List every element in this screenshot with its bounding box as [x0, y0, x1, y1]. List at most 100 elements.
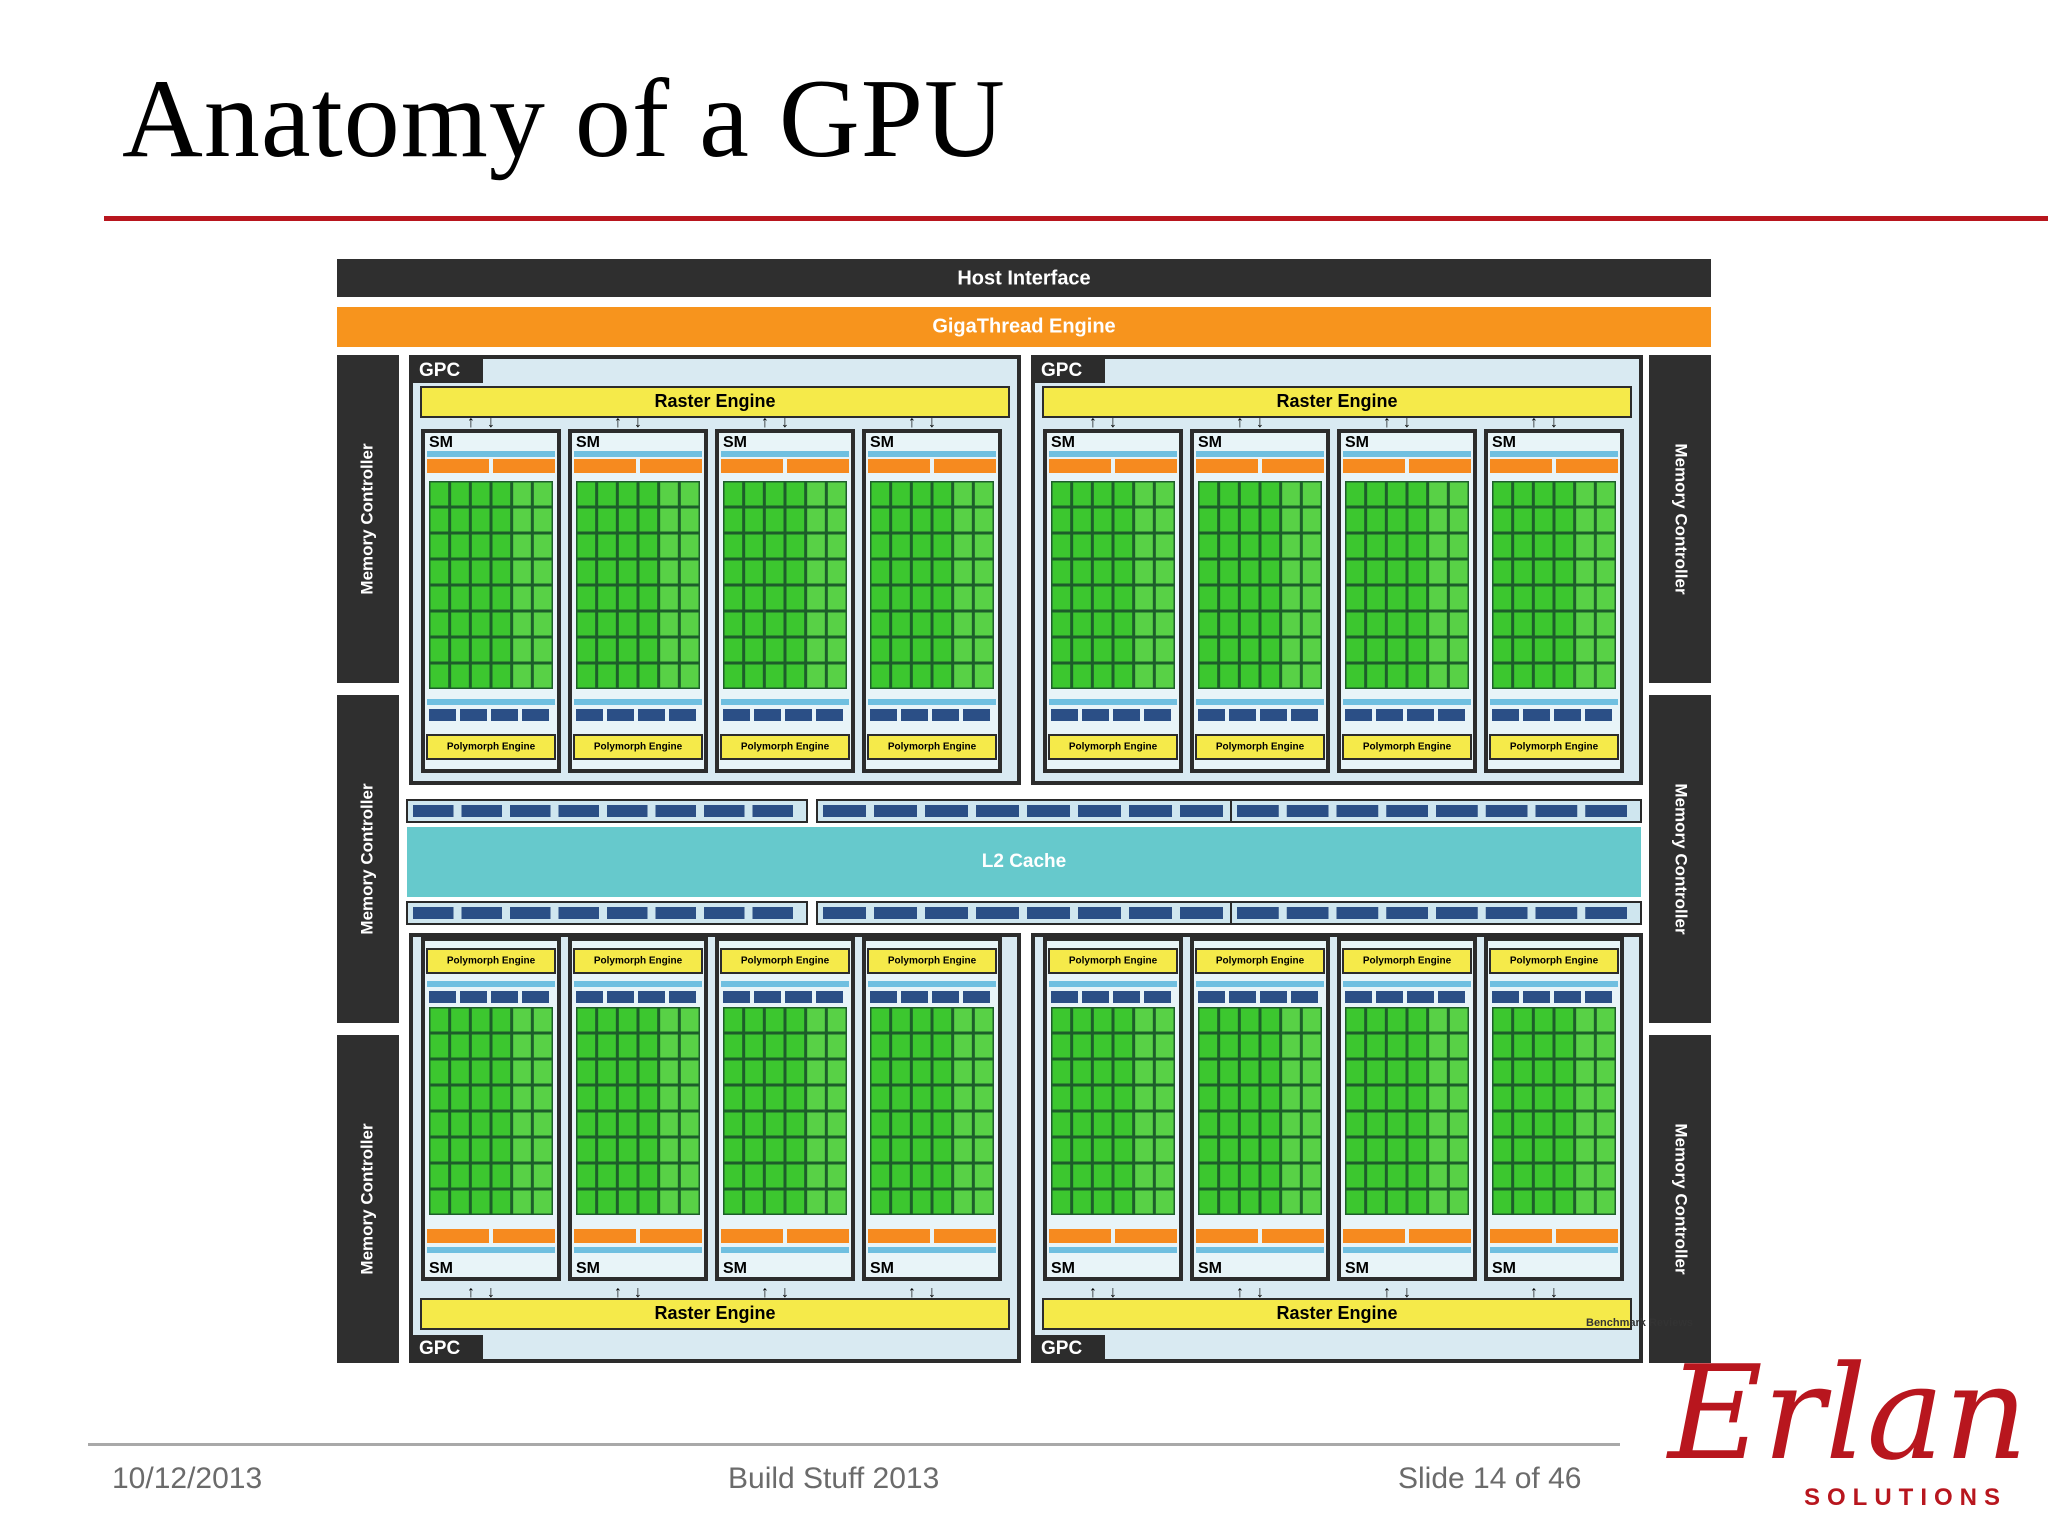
cuda-core: [1367, 508, 1385, 532]
cuda-core: [618, 1034, 637, 1058]
logo-subtitle: SOLUTIONS: [1804, 1484, 2008, 1511]
cuda-core: [912, 664, 931, 688]
cuda-core: [954, 560, 972, 584]
cuda-core: [430, 534, 449, 558]
cuda-core: [1514, 638, 1532, 662]
sm-cache-band: [1343, 981, 1471, 987]
cuda-core: [745, 1190, 763, 1214]
cuda-core: [1514, 1164, 1532, 1188]
cuda-core: [765, 664, 784, 688]
cuda-core: [1408, 638, 1427, 662]
sm-tex-unit: [491, 709, 518, 721]
cuda-core: [1093, 1034, 1112, 1058]
arrow-down-icon: ↓: [1109, 1284, 1117, 1301]
polymorph-engine-block: [1489, 948, 1619, 974]
cuda-core: [660, 534, 678, 558]
l2-bus-segment: [823, 907, 866, 919]
cuda-core: [933, 1034, 952, 1058]
sm-dispatch-unit: [1049, 459, 1111, 473]
sm-core-grid: [1051, 481, 1175, 689]
sm-dispatch-unit: [934, 1229, 996, 1243]
cuda-core: [639, 612, 658, 636]
cuda-core: [871, 1086, 890, 1110]
cuda-core: [892, 586, 910, 610]
cuda-core: [680, 1060, 699, 1084]
cuda-core: [1052, 482, 1071, 506]
sm-dispatch-unit: [1343, 1229, 1405, 1243]
sm-tex-unit: [1492, 991, 1519, 1003]
arrow-down-icon: ↓: [634, 414, 642, 431]
cuda-core: [933, 560, 952, 584]
cuda-core: [1449, 1034, 1468, 1058]
cuda-core: [1052, 1034, 1071, 1058]
cuda-core: [577, 482, 596, 506]
cuda-core: [451, 1112, 469, 1136]
cuda-core: [598, 1164, 616, 1188]
l2-bus-segment: [607, 907, 648, 919]
cuda-core: [1514, 586, 1532, 610]
raster-engine-label: Raster Engine: [1276, 391, 1397, 411]
cuda-core: [912, 1138, 931, 1162]
sm-core-grid: [1492, 481, 1616, 689]
cuda-core: [745, 1008, 763, 1032]
cuda-core: [807, 560, 825, 584]
cuda-core: [1576, 1034, 1594, 1058]
arrow-up-icon: ↑: [908, 1284, 916, 1301]
cuda-core: [1493, 664, 1512, 688]
l2-bus-segment: [1336, 907, 1379, 919]
cuda-core: [765, 534, 784, 558]
cuda-core: [1534, 1034, 1553, 1058]
cuda-core: [724, 1190, 743, 1214]
arrow-down-icon: ↓: [634, 1284, 642, 1301]
cuda-core: [1576, 534, 1594, 558]
cuda-core: [1493, 1086, 1512, 1110]
cuda-core: [451, 560, 469, 584]
cuda-core: [1240, 1112, 1259, 1136]
cuda-core: [680, 1008, 699, 1032]
cuda-core: [1114, 1034, 1133, 1058]
sm-tex-unit: [1113, 991, 1140, 1003]
cuda-core: [933, 1164, 952, 1188]
arrow-up-icon: ↑: [1530, 414, 1538, 431]
cuda-core: [933, 1138, 952, 1162]
cuda-core: [1135, 1190, 1153, 1214]
polymorph-engine-label: Polymorph Engine: [888, 742, 977, 753]
cuda-core: [1408, 1060, 1427, 1084]
cuda-core: [1114, 1060, 1133, 1084]
cuda-core: [954, 1190, 972, 1214]
sm-tex-unit: [963, 991, 990, 1003]
cuda-core: [618, 508, 637, 532]
sm-dispatch-unit: [493, 1229, 555, 1243]
cuda-core: [1302, 1008, 1321, 1032]
sm-cache-band: [1490, 981, 1618, 987]
sm-dispatch-unit: [1409, 1229, 1471, 1243]
cuda-core: [1596, 1138, 1615, 1162]
cuda-core: [745, 1112, 763, 1136]
cuda-core: [1596, 1086, 1615, 1110]
sm-tex-unit: [1554, 709, 1581, 721]
sm-core-grid: [1492, 1007, 1616, 1215]
cuda-core: [1114, 508, 1133, 532]
cuda-core: [1493, 1190, 1512, 1214]
cuda-core: [1240, 534, 1259, 558]
cuda-core: [1155, 1008, 1174, 1032]
cuda-core: [1302, 1112, 1321, 1136]
sm-core-grid: [576, 1007, 700, 1215]
cuda-core: [1449, 1190, 1468, 1214]
cuda-core: [786, 638, 805, 662]
memory-controller-label: Memory Controller: [1672, 783, 1691, 935]
sm-dispatch-unit: [1262, 459, 1324, 473]
cuda-core: [912, 1008, 931, 1032]
cuda-core: [639, 1138, 658, 1162]
cuda-core: [1408, 664, 1427, 688]
cuda-core: [892, 1164, 910, 1188]
cuda-core: [430, 1138, 449, 1162]
cuda-core: [1052, 1112, 1071, 1136]
arrow-down-icon: ↓: [1256, 1284, 1264, 1301]
cuda-core: [1534, 1008, 1553, 1032]
polymorph-engine-block: [720, 734, 850, 760]
l2-bus-segment: [1436, 907, 1478, 919]
cuda-core: [533, 586, 552, 610]
cuda-core: [1449, 534, 1468, 558]
cuda-core: [1220, 1034, 1238, 1058]
